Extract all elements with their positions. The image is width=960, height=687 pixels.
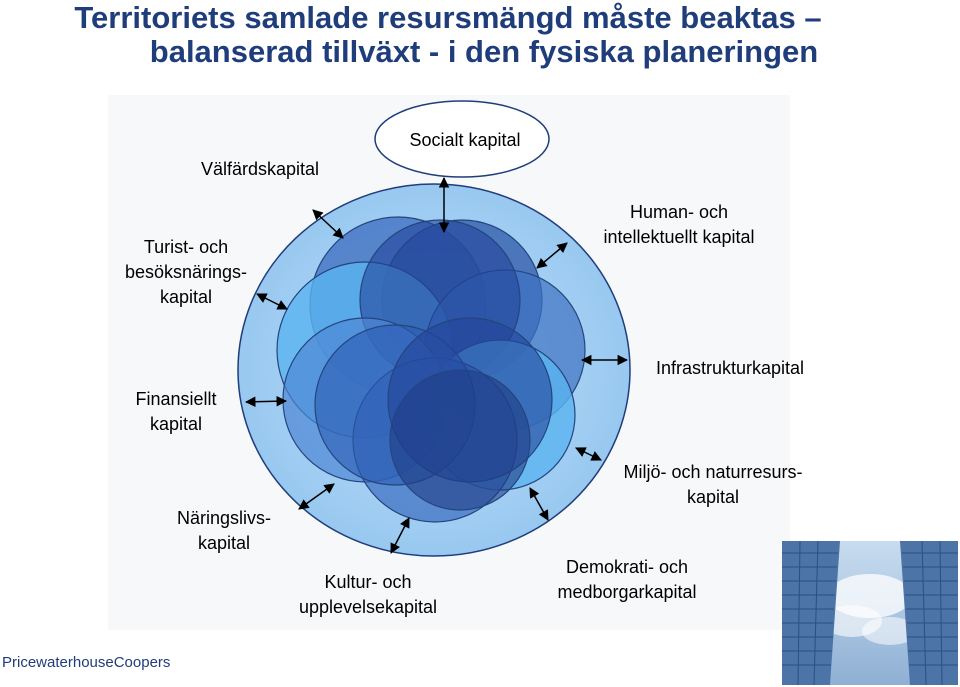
svg-text:Turist- och: Turist- och <box>144 237 228 257</box>
svg-text:kapital: kapital <box>150 414 202 434</box>
inner-circle <box>390 370 530 510</box>
svg-text:kapital: kapital <box>687 487 739 507</box>
label-social-capital: Socialt kapital <box>409 130 520 150</box>
skyscraper-photo <box>782 541 958 685</box>
svg-text:intellektuellt kapital: intellektuellt kapital <box>603 227 754 247</box>
svg-text:upplevelsekapital: upplevelsekapital <box>299 597 437 617</box>
svg-text:Näringslivs-: Näringslivs- <box>177 508 271 528</box>
svg-text:Human- och: Human- och <box>630 202 728 222</box>
svg-text:Kultur- och: Kultur- och <box>324 572 411 592</box>
svg-text:kapital: kapital <box>198 533 250 553</box>
svg-text:Demokrati- och: Demokrati- och <box>566 557 688 577</box>
svg-text:Finansiellt: Finansiellt <box>135 389 216 409</box>
svg-text:medborgarkapital: medborgarkapital <box>557 582 696 602</box>
svg-text:kapital: kapital <box>160 287 212 307</box>
footer-company: PricewaterhouseCoopers <box>2 654 170 671</box>
arrow-finans <box>246 401 286 402</box>
label-infrastruktur: Infrastrukturkapital <box>656 358 804 378</box>
svg-text:besöksnärings-: besöksnärings- <box>125 262 247 282</box>
label-valfardskapital: Välfärdskapital <box>201 159 319 179</box>
svg-text:Miljö- och naturresurs-: Miljö- och naturresurs- <box>623 462 802 482</box>
